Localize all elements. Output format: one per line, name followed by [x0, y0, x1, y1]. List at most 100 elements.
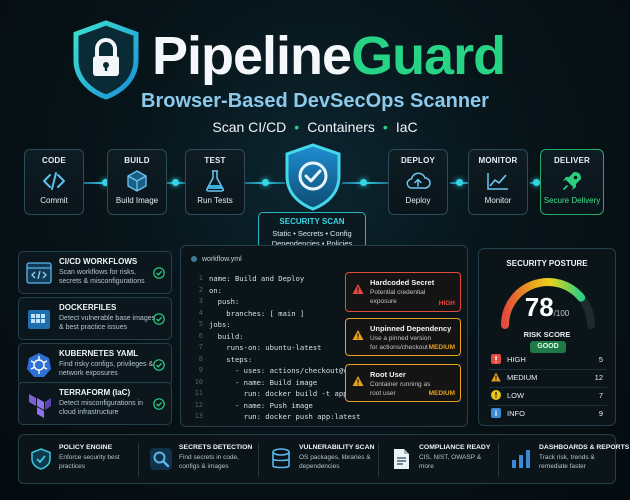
scan-target-title: DOCKERFILES	[59, 303, 117, 312]
security-scan-line2: Dependencies • Policies	[271, 239, 353, 248]
pipeline-stage-deliver[interactable]: DELIVER Secure Delivery	[540, 149, 604, 215]
pipeline-dot	[360, 179, 367, 186]
divider	[489, 369, 607, 370]
app-title: PipelineGuard	[152, 26, 506, 86]
security-scan-title: SECURITY SCAN	[279, 217, 345, 226]
code-line: jobs:	[209, 320, 231, 329]
alert-severity: HIGH	[438, 300, 455, 307]
line-number: 5	[198, 320, 203, 328]
stage-label: Deploy	[405, 196, 431, 205]
lock-shield-logo-icon	[73, 20, 139, 100]
scan-tag-containers: Containers	[307, 119, 375, 135]
stage-header: TEST	[204, 156, 226, 165]
pipeline-dot	[456, 179, 463, 186]
line-number: 13	[194, 412, 203, 420]
pipeline-dot	[102, 179, 109, 186]
check-circle-icon	[153, 313, 165, 325]
alert-root-user[interactable]: Root User Container running as root user…	[345, 364, 461, 402]
severity-name: HIGH	[507, 355, 526, 364]
code-line: branches: [ main ]	[209, 308, 305, 318]
divider	[378, 443, 379, 477]
severity-name: INFO	[507, 409, 525, 418]
feature-desc: OS packages, libraries & dependencies	[299, 454, 371, 470]
alert-hardcoded-secret[interactable]: Hardcoded Secret Potential credential ex…	[345, 272, 461, 312]
scan-tag-iac: IaC	[395, 119, 418, 135]
line-number: 3	[198, 297, 203, 305]
feature-vulnerability-scan[interactable]: VULNERABILITY SCAN OS packages, librarie…	[259, 435, 378, 485]
scan-target-terraform[interactable]: TERRAFORM (IaC) Detect misconfigurations…	[18, 382, 172, 425]
severity-count: 12	[594, 373, 603, 382]
feature-compliance-ready[interactable]: COMPLIANCE READY CIS, NIST, OWASP & more	[379, 435, 498, 485]
feature-desc: Find secrets in code, configs & images	[179, 454, 239, 470]
line-number: 7	[198, 343, 203, 351]
code-line: on:	[209, 285, 222, 295]
document-icon	[394, 449, 409, 469]
divider	[258, 443, 259, 477]
scan-target-desc: Detect vulnerable base images & best pra…	[59, 315, 156, 331]
scan-target-desc: Detect misconfigurations in cloud infras…	[59, 400, 144, 416]
check-circle-icon	[153, 398, 165, 410]
code-line: push:	[209, 297, 240, 306]
pipeline-stage-build[interactable]: BUILD Build Image	[107, 149, 167, 215]
alert-title: Unpinned Dependency	[370, 324, 452, 333]
pipeline-stage-deploy[interactable]: DEPLOY Deploy	[388, 149, 448, 215]
code-line: run: docker push app:latest	[209, 412, 361, 421]
chart-line-icon	[487, 173, 508, 190]
scan-tags: Scan CI/CD•Containers•IaC	[212, 119, 418, 135]
rocket-icon	[563, 172, 581, 190]
feature-title: POLICY ENGINE	[59, 444, 113, 451]
scan-target-kubernetes-yaml[interactable]: KUBERNETES YAML Find risky configs, priv…	[18, 343, 172, 386]
severity-name: MEDIUM	[507, 373, 538, 382]
scan-target-desc: Find risky configs, privileges & network…	[59, 361, 154, 377]
code-window-icon	[26, 262, 52, 284]
title-part-pipeline: Pipeline	[152, 26, 352, 86]
alert-unpinned-dependency[interactable]: Unpinned Dependency Use a pinned version…	[345, 318, 461, 356]
warning-icon	[352, 330, 364, 340]
severity-row-info[interactable]: INFO 9	[489, 407, 607, 421]
divider	[138, 443, 139, 477]
check-circle-icon	[153, 359, 165, 371]
line-number: 11	[194, 389, 203, 397]
scan-target-cicd-workflows[interactable]: CI/CD WORKFLOWS Scan workflows for risks…	[18, 251, 172, 294]
pipeline-stage-monitor[interactable]: MONITOR Monitor	[468, 149, 528, 215]
warning-icon	[491, 372, 501, 382]
feature-policy-engine[interactable]: POLICY ENGINE Enforce security best prac…	[19, 435, 138, 485]
score-value: 78/100	[479, 292, 615, 323]
stage-header: BUILD	[124, 156, 150, 165]
alert-title: Hardcoded Secret	[370, 278, 435, 287]
scan-target-title: KUBERNETES YAML	[59, 349, 139, 358]
severity-row-low[interactable]: LOW 7	[489, 389, 607, 403]
database-icon	[272, 448, 290, 469]
editor-tab-filename[interactable]: workflow.yml	[191, 256, 242, 263]
alert-desc: Use a pinned version for actions/checkou…	[370, 335, 432, 351]
feature-title: VULNERABILITY SCAN	[299, 444, 375, 451]
severity-row-high[interactable]: HIGH 5	[489, 353, 607, 367]
code-line: - name: Push image	[209, 400, 313, 410]
stage-header: MONITOR	[478, 156, 518, 165]
severity-row-medium[interactable]: MEDIUM 12	[489, 371, 607, 385]
divider	[498, 443, 499, 477]
app-subtitle: Browser-Based DevSecOps Scanner	[141, 90, 489, 112]
severity-name: LOW	[507, 391, 525, 400]
shield-check-center-icon	[285, 143, 341, 211]
code-line: - uses: actions/checkout@v3	[209, 366, 352, 375]
pipeline-stage-code[interactable]: CODE Commit	[24, 149, 84, 215]
warning-icon	[352, 284, 364, 294]
rating-badge: GOOD	[530, 341, 566, 353]
code-line: build:	[209, 331, 244, 341]
alert-desc: Potential credential exposure	[370, 289, 426, 305]
stage-label: Monitor	[484, 196, 512, 205]
feature-secrets-detection[interactable]: SECRETS DETECTION Find secrets in code, …	[139, 435, 258, 485]
box-icon	[127, 170, 147, 192]
pipeline-stage-test[interactable]: TEST Run Tests	[185, 149, 245, 215]
feature-desc: CIS, NIST, OWASP & more	[419, 454, 482, 470]
line-number: 10	[194, 377, 203, 386]
feature-dashboards-reports[interactable]: DASHBOARDS & REPORTS Track risk, trends …	[499, 435, 629, 485]
scan-target-dockerfiles[interactable]: DOCKERFILES Detect vulnerable base image…	[18, 297, 172, 340]
severity-count: 9	[598, 409, 603, 418]
pipeline-dot	[172, 179, 179, 186]
pipeline-dot	[533, 179, 540, 186]
posture-title: SECURITY POSTURE	[506, 259, 588, 268]
stage-label: Commit	[40, 196, 68, 205]
